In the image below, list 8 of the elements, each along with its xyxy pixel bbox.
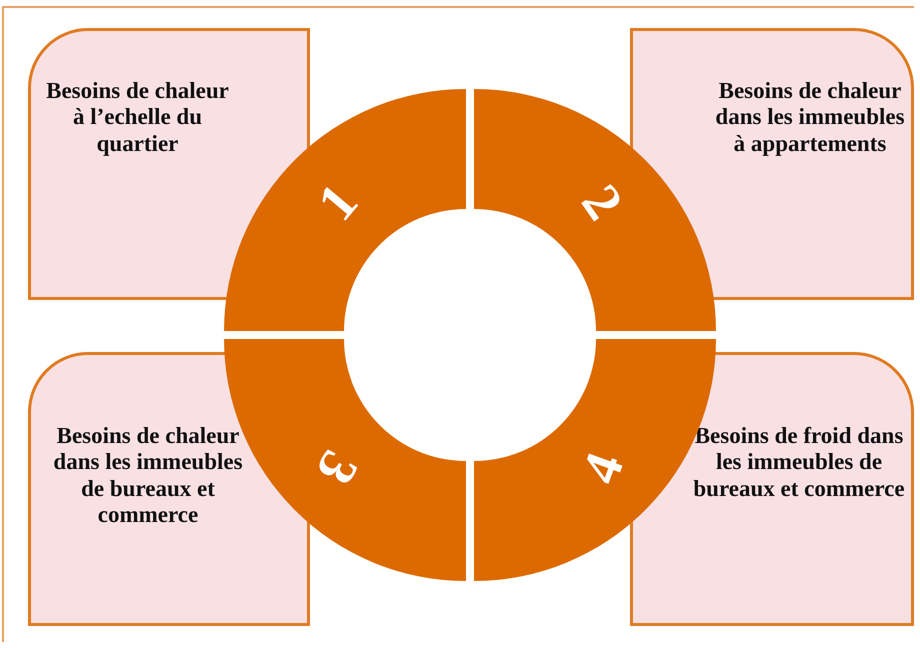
card-text: Besoins de chaleur dans les immeubles à appartements	[715, 78, 905, 158]
card-text: Besoins de chaleur à l’echelle du quartier	[45, 78, 230, 158]
card-text: Besoins de froid dans les immeubles de bureaux et commerce	[693, 423, 905, 502]
segment-number: 1	[308, 174, 367, 230]
segment-number: 3	[307, 442, 368, 493]
segment-number: 4	[572, 446, 633, 490]
card-text: Besoins de chaleur dans les immeubles de bureaux et commerce	[52, 423, 244, 529]
segment-number: 2	[572, 176, 633, 229]
